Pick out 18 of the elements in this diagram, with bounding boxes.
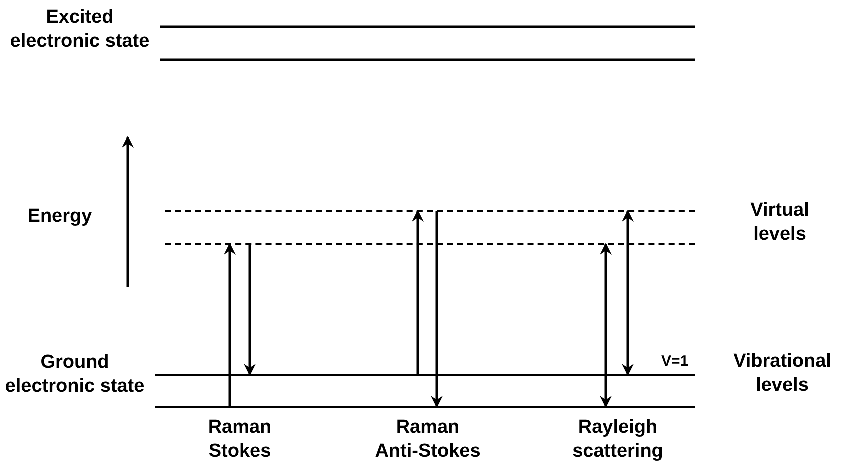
axis-label: Energy <box>26 205 94 229</box>
energy-level-line <box>155 406 695 408</box>
transition-arrow <box>224 243 236 407</box>
transition-arrow <box>431 211 443 408</box>
quantum-number-label: V=1 <box>660 352 690 372</box>
level-label: Vibrational levels <box>732 350 832 398</box>
level-label: Ground electronic state <box>5 351 145 399</box>
transition-arrow <box>412 210 424 375</box>
virtual-level-line <box>165 210 695 212</box>
level-label: Virtual levels <box>750 199 810 247</box>
virtual-level-line <box>165 243 695 245</box>
level-label: Excited electronic state <box>10 6 150 54</box>
transition-arrow <box>244 244 256 376</box>
process-label: Raman Anti-Stokes <box>374 416 482 464</box>
process-label: Rayleigh scattering <box>572 416 664 464</box>
transition-arrow <box>622 210 634 376</box>
transition-arrow <box>600 243 612 408</box>
process-label: Raman Stokes <box>207 416 273 464</box>
